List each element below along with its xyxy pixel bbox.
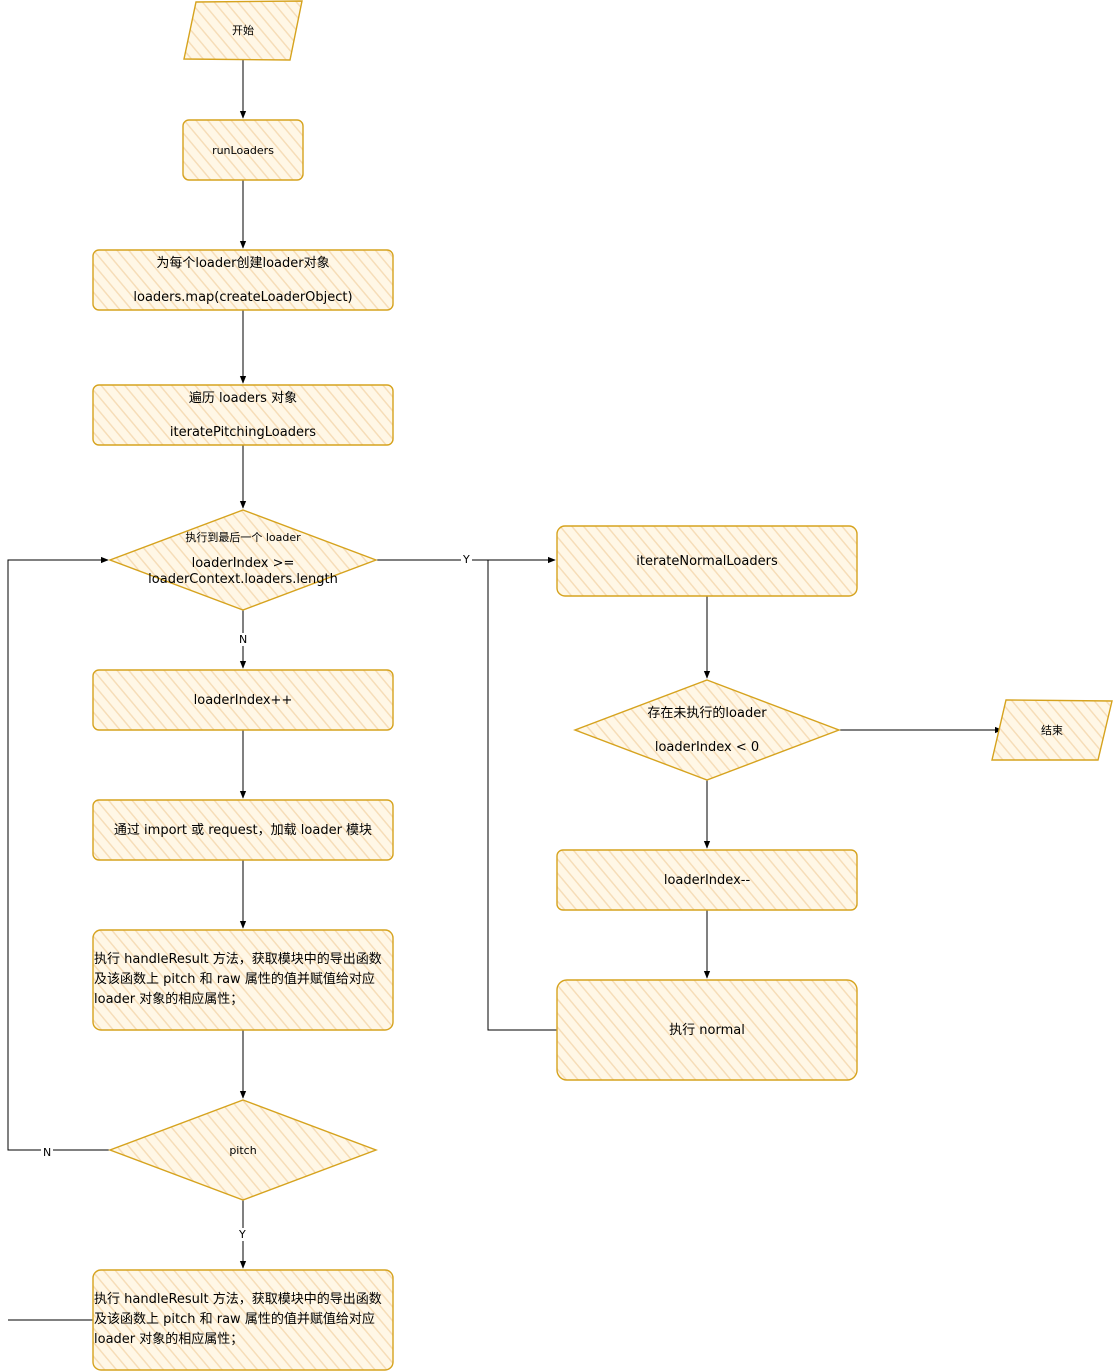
shape-end	[991, 699, 1113, 761]
edge-label-last-no: N	[237, 633, 250, 646]
pending-check-condition: loaderIndex < 0	[654, 739, 760, 755]
pitch-check-label: pitch	[110, 1100, 376, 1200]
run-loaders-label: runLoaders	[183, 120, 303, 180]
iterate-normal-label: iterateNormalLoaders	[557, 526, 857, 596]
index-increment-label: loaderIndex++	[93, 670, 393, 730]
edge-pitch-no-loop	[7, 556, 110, 1151]
shape-pitch-check	[108, 1099, 378, 1201]
edge-run-normal-loop	[487, 560, 557, 1031]
shape-start	[183, 0, 303, 61]
create-objects-title: 为每个loader创建loader对象	[156, 255, 330, 271]
shape-create-objects	[92, 249, 394, 311]
last-loader-check-label: 执行到最后一个 loader loaderIndex >= loaderCont…	[110, 526, 376, 592]
shape-load-module	[92, 799, 394, 861]
index-decrement-label: loaderIndex--	[557, 850, 857, 910]
iterate-pitching-title: 遍历 loaders 对象	[188, 390, 298, 406]
index-decrement-text: loaderIndex--	[663, 872, 751, 888]
create-objects-label: 为每个loader创建loader对象 loaders.map(createLo…	[93, 250, 393, 310]
last-loader-check-condition-2: loaderContext.loaders.length	[148, 572, 338, 587]
last-loader-check-title: 执行到最后一个 loader	[185, 531, 301, 544]
run-loaders-text: runLoaders	[212, 143, 274, 157]
run-normal-text: 执行 normal	[669, 1022, 745, 1038]
handle-result-2-text: 执行 handleResult 方法，获取模块中的导出函数及该函数上 pitch…	[94, 1292, 382, 1347]
edge-label-pitch-yes: Y	[237, 1228, 248, 1241]
end-text: 结束	[1041, 723, 1063, 737]
load-module-label: 通过 import 或 request，加载 loader 模块	[93, 800, 393, 860]
iterate-pitching-code: iteratePitchingLoaders	[169, 424, 317, 440]
pitch-check-text: pitch	[229, 1143, 257, 1157]
index-increment-text: loaderIndex++	[193, 692, 293, 708]
edge-label-pitch-no: N	[41, 1146, 54, 1159]
create-objects-code: loaders.map(createLoaderObject)	[133, 289, 353, 305]
connectors	[7, 60, 1003, 1321]
start-text: 开始	[232, 24, 254, 37]
shape-last-loader-check	[108, 509, 378, 611]
start-label: 开始	[184, 1, 302, 60]
shape-handle-result-2	[92, 1269, 394, 1371]
shape-pending-check	[573, 679, 841, 781]
handle-result-1-text: 执行 handleResult 方法，获取模块中的导出函数及该函数上 pitch…	[94, 952, 382, 1007]
last-loader-check-condition: loaderIndex >=	[191, 556, 295, 571]
handle-result-2-label: 执行 handleResult 方法，获取模块中的导出函数及该函数上 pitch…	[94, 1270, 392, 1370]
iterate-normal-text: iterateNormalLoaders	[636, 553, 778, 569]
run-normal-label: 执行 normal	[557, 980, 857, 1080]
shape-index-increment	[92, 669, 394, 731]
shape-run-normal	[556, 979, 858, 1081]
shape-index-decrement	[556, 849, 858, 911]
edge-label-last-yes: Y	[461, 553, 472, 566]
shape-iterate-pitching	[92, 384, 394, 446]
handle-result-1-label: 执行 handleResult 方法，获取模块中的导出函数及该函数上 pitch…	[94, 930, 392, 1030]
end-label: 结束	[992, 700, 1112, 760]
load-module-text: 通过 import 或 request，加载 loader 模块	[113, 822, 373, 838]
pending-check-title: 存在未执行的loader	[647, 705, 767, 721]
shape-runloaders	[182, 119, 304, 181]
iterate-pitching-label: 遍历 loaders 对象 iteratePitchingLoaders	[93, 385, 393, 445]
shape-iterate-normal	[556, 525, 858, 597]
pending-check-label: 存在未执行的loader loaderIndex < 0	[575, 680, 839, 780]
shapes	[92, 0, 1113, 1371]
shape-handle-result-1	[92, 929, 394, 1031]
